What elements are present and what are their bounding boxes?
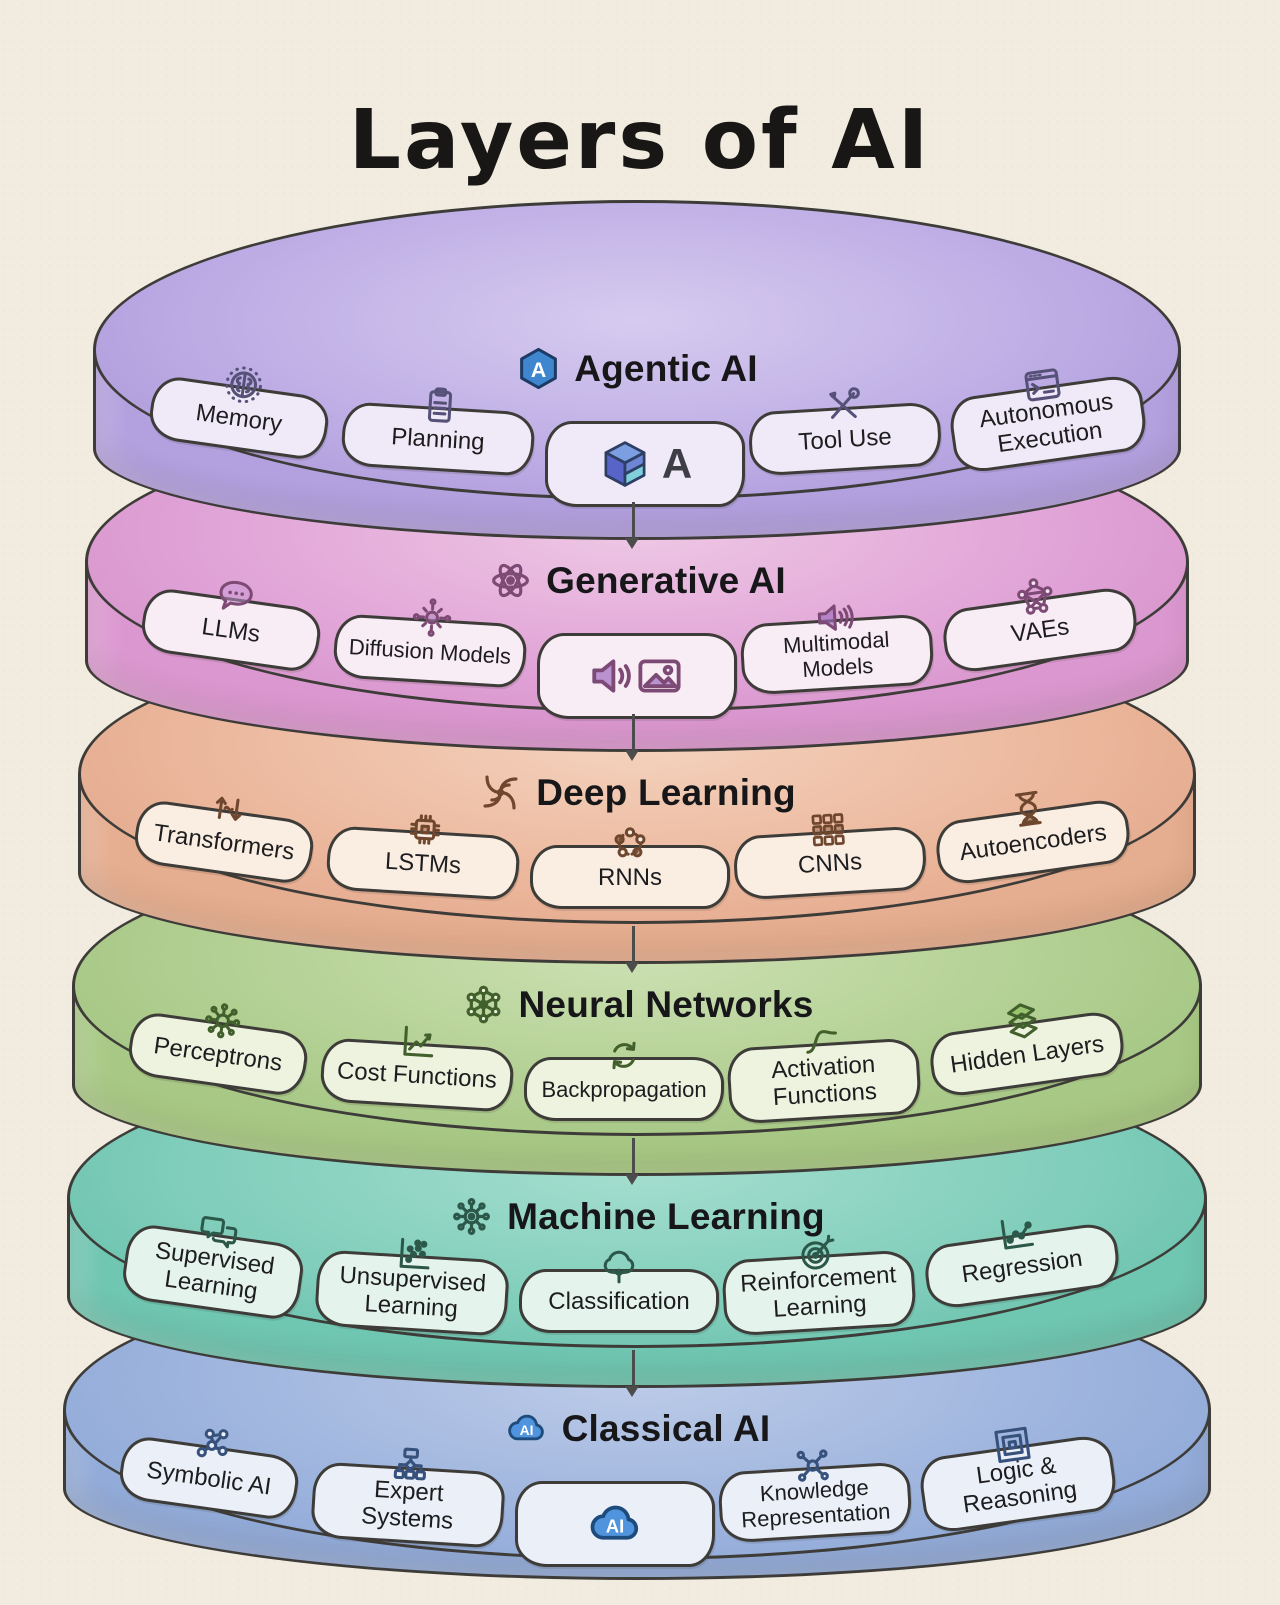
spiral-icon xyxy=(478,770,523,815)
pill-ai-cloud-logo: AI xyxy=(515,1481,715,1567)
knowledge-graph-icon xyxy=(790,1443,836,1489)
hexagon-a-badge-icon: A xyxy=(516,346,561,391)
grid-icon xyxy=(805,807,851,853)
scatter-plot-icon xyxy=(392,1231,438,1277)
terminal-icon xyxy=(1018,361,1067,410)
logo-letter: A xyxy=(661,440,693,487)
stacked-layers-icon xyxy=(998,997,1047,1046)
pill-backpropagation: Backpropagation xyxy=(524,1041,724,1121)
pill-label: Classification xyxy=(548,1287,690,1315)
badge-letter: A xyxy=(531,357,547,382)
transform-arrows-icon xyxy=(204,785,253,834)
hub-node-icon xyxy=(198,997,247,1046)
network-graph-icon xyxy=(1011,573,1060,622)
chat-bubble-icon xyxy=(211,573,260,622)
hourglass-icon xyxy=(1004,785,1053,834)
layer-header: Deep Learning xyxy=(78,770,1196,815)
pill-label: RNNs xyxy=(598,863,662,891)
layer-agentic-ai: A Agentic AI Memory Planning A Tool Us xyxy=(93,200,1181,545)
pill-label: Planning xyxy=(390,422,486,456)
pill-cost-functions: Cost Functions xyxy=(319,1025,515,1113)
flowchart-icon xyxy=(388,1443,434,1489)
page-title: Layers of AI xyxy=(348,92,932,188)
pill-supervised-learning: Supervised Learning xyxy=(119,1216,307,1322)
audio-image-icon xyxy=(585,649,689,703)
tree-icon xyxy=(598,1246,641,1289)
chat-bubbles-icon xyxy=(194,1209,243,1258)
pill-label: Tool Use xyxy=(797,422,893,456)
layer-title: Machine Learning xyxy=(507,1195,825,1237)
layer-header: Generative AI xyxy=(85,558,1189,603)
layer-title: Classical AI xyxy=(561,1407,771,1449)
layer-header: AI Classical AI xyxy=(63,1406,1211,1451)
pill-cnns: CNNs xyxy=(732,813,928,901)
line-chart-icon xyxy=(396,1019,442,1065)
layer-title: Neural Networks xyxy=(518,983,814,1025)
pill-planning: Planning xyxy=(340,387,536,477)
pill-tool-use: Tool Use xyxy=(747,387,943,477)
layer-header: Neural Networks xyxy=(72,982,1202,1027)
pill-label: LSTMs xyxy=(384,847,462,879)
cycle-arrows-icon xyxy=(603,1034,646,1077)
pill-vaes: VAEs xyxy=(939,578,1141,676)
sigmoid-icon xyxy=(799,1019,845,1065)
molecule-icon xyxy=(189,1421,238,1470)
pill-label: Diffusion Models xyxy=(348,633,512,669)
pill-regression: Regression xyxy=(921,1219,1123,1312)
neural-net-icon xyxy=(461,982,506,1027)
tools-icon xyxy=(820,383,866,429)
node-hub-icon xyxy=(449,1194,494,1239)
layer-title: Generative AI xyxy=(546,559,786,601)
layer-header: A Agentic AI xyxy=(93,346,1181,391)
pill-label: CNNs xyxy=(797,847,863,879)
pill-lstms: LSTMs xyxy=(325,814,521,901)
clipboard-icon xyxy=(417,383,463,429)
pill-activation-functions: Activation Functions xyxy=(725,1030,923,1125)
layer-title: Agentic AI xyxy=(574,347,758,389)
pill-expert-systems: Expert Systems xyxy=(309,1447,507,1549)
atom-icon xyxy=(488,558,533,603)
pill-rnns: RNNs xyxy=(530,827,730,909)
target-icon xyxy=(794,1231,840,1277)
pill-label: Backpropagation xyxy=(541,1076,707,1102)
layer-header: Machine Learning xyxy=(67,1194,1207,1239)
pill-unsupervised-learning: Unsupervised Learning xyxy=(313,1237,511,1337)
chip-icon xyxy=(402,807,448,853)
pill-diffusion-models: Diffusion Models xyxy=(332,598,528,689)
cube-logo-icon: A xyxy=(598,437,692,491)
pill-hidden-layers: Hidden Layers xyxy=(926,1003,1128,1100)
brain-icon xyxy=(219,361,268,410)
pill-multimodal-models: Multimodal Models xyxy=(739,604,935,697)
pill-symbolic-ai: Symbolic AI xyxy=(116,1428,302,1523)
pill-classification: Classification xyxy=(519,1250,719,1333)
diffusion-icon xyxy=(409,595,455,641)
pill-reinforcement-learning: Reinforcement Learning xyxy=(720,1234,918,1337)
ring-nodes-icon xyxy=(609,822,652,865)
pill-logic-reasoning: Logic & Reasoning xyxy=(916,1426,1120,1535)
ai-cloud-icon: AI xyxy=(504,1406,549,1451)
pill-memory: Memory xyxy=(146,366,332,463)
pill-autonomous-execution: Autonomous Execution xyxy=(946,368,1150,475)
concentric-squares-icon xyxy=(988,1421,1037,1470)
trend-chart-icon xyxy=(993,1209,1042,1258)
layer-title: Deep Learning xyxy=(536,771,796,813)
pill-label: Cost Functions xyxy=(336,1056,498,1094)
badge-letters: AI xyxy=(606,1516,625,1537)
badge-letters: AI xyxy=(519,1422,533,1438)
pill-perceptrons: Perceptrons xyxy=(125,1003,311,1099)
speaker-icon xyxy=(812,595,858,641)
pill-knowledge-representation: Knowledge Representation xyxy=(717,1449,913,1545)
ai-cloud-icon: AI xyxy=(585,1494,645,1554)
pill-autoencoders: Autoencoders xyxy=(932,790,1134,888)
pill-llms: LLMs xyxy=(138,580,324,675)
pill-audio-image-logo xyxy=(537,633,737,719)
pill-agentic-logo: A xyxy=(545,421,745,507)
pill-transformers: Transformers xyxy=(131,796,317,887)
